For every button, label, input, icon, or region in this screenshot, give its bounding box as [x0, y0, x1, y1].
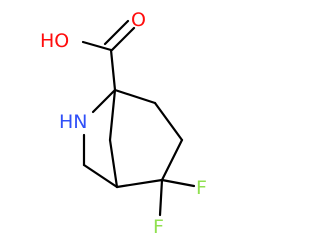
bond-bridgehead-nh: [91, 88, 117, 114]
bond-bridge-top: [108, 88, 117, 142]
bond-ring-4: [115, 178, 164, 189]
hydroxyl-label: HO: [40, 30, 69, 52]
molecule-diagram: HO O HN F F: [40, 9, 207, 238]
bond-ring-2: [153, 101, 184, 142]
bond-c-o-double-2: [103, 19, 130, 46]
bond-c-oh: [81, 40, 113, 52]
carbonyl-oxygen-label: O: [131, 9, 146, 31]
bond-c-f-1: [160, 178, 196, 188]
fluorine-label-2: F: [153, 216, 164, 238]
bond-c-f-2: [158, 178, 164, 217]
structure-canvas: HO O HN F F: [40, 9, 207, 238]
amine-label: HN: [59, 111, 88, 133]
bond-ring-1: [113, 88, 157, 105]
bond-bridge-bottom: [108, 138, 119, 189]
bond-c-o-double-1: [110, 26, 136, 52]
bond-ring-3: [160, 138, 184, 182]
bond-ch2-bridgehead: [82, 163, 119, 189]
bond-c-bridgehead: [109, 48, 117, 92]
fluorine-label-1: F: [196, 177, 207, 199]
